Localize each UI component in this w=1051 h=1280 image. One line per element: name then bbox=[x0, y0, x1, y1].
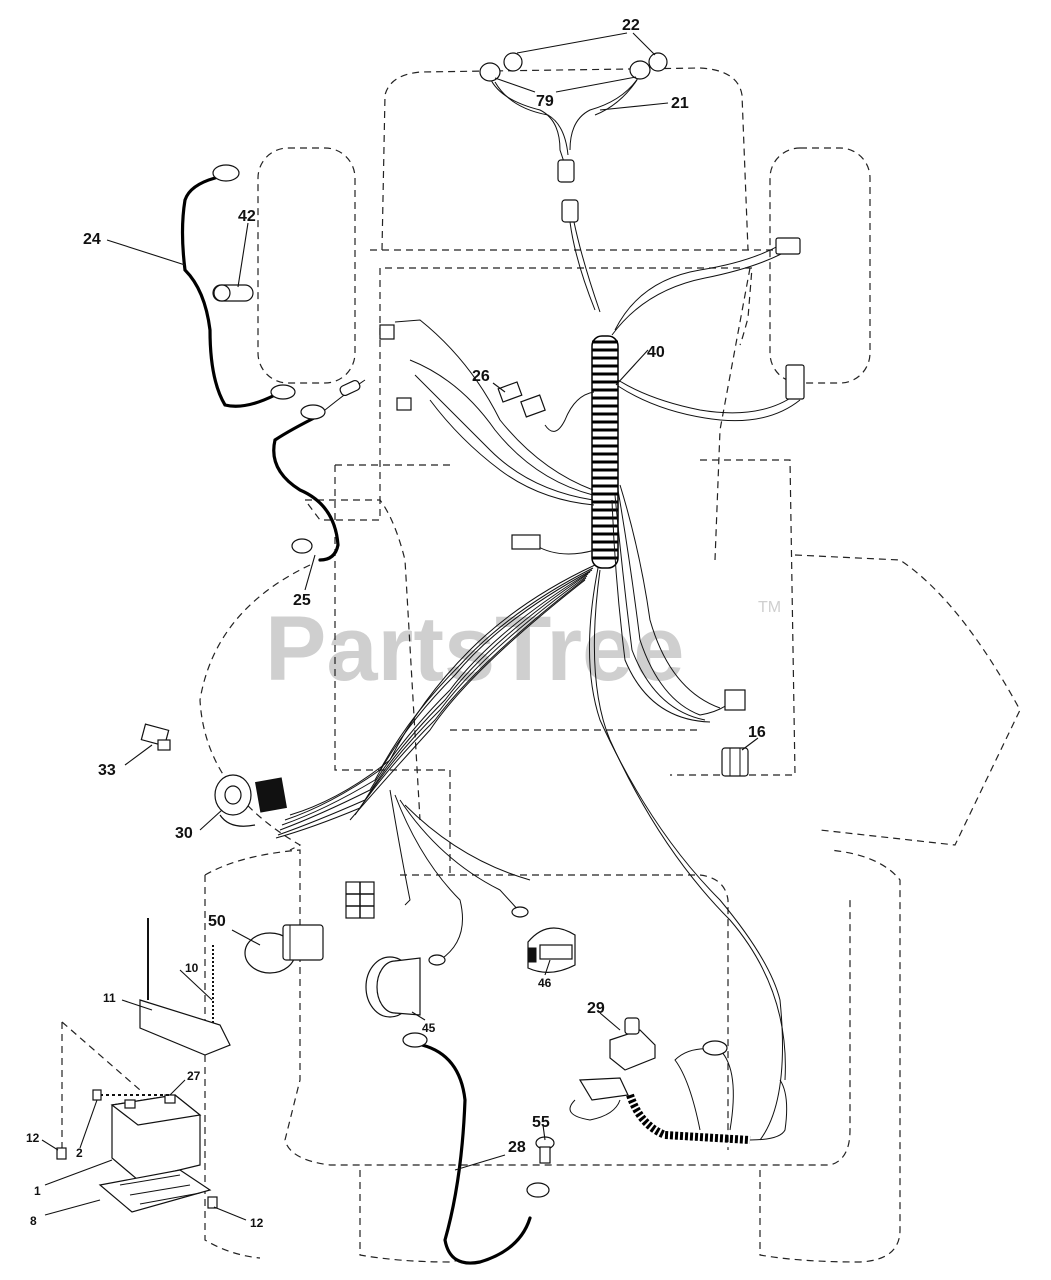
front-right-wheel-outline bbox=[769, 147, 871, 384]
battery-dash-diag bbox=[61, 1021, 141, 1091]
harness-loom bbox=[591, 335, 619, 569]
callout-22: 22 bbox=[622, 17, 640, 34]
nut-2 bbox=[92, 1089, 102, 1101]
callout-21: 21 bbox=[671, 95, 689, 112]
deck-left-outline bbox=[199, 564, 311, 851]
rear-right-wheel-outline bbox=[759, 849, 901, 1263]
callout-16: 16 bbox=[748, 724, 766, 741]
cable-28 bbox=[420, 1043, 532, 1265]
cable-24-terminal-top bbox=[212, 164, 240, 182]
bulb-left-icon bbox=[503, 52, 523, 72]
right-lower-connector bbox=[724, 689, 746, 711]
middle-connector bbox=[511, 534, 541, 550]
callout-27: 27 bbox=[187, 1069, 201, 1083]
battery-cable-24 bbox=[180, 176, 277, 408]
cable-25 bbox=[272, 413, 340, 562]
callout-46: 46 bbox=[538, 976, 552, 990]
callout-55: 55 bbox=[532, 1114, 550, 1131]
cord-terminal bbox=[702, 1040, 728, 1056]
cable-28-terminal-top bbox=[402, 1032, 428, 1048]
left-connector-b bbox=[396, 397, 412, 411]
callout-28: 28 bbox=[508, 1139, 526, 1156]
module-50 bbox=[244, 924, 324, 974]
rear-left-wheel-lower bbox=[359, 1170, 461, 1263]
cable-25-terminal-top bbox=[300, 404, 326, 420]
screw-12-right bbox=[207, 1196, 218, 1209]
relay-26a bbox=[497, 381, 523, 403]
callout-50: 50 bbox=[208, 913, 226, 930]
headlight-socket-left bbox=[479, 62, 501, 82]
callout-45: 45 bbox=[422, 1021, 436, 1035]
callout-79: 79 bbox=[536, 93, 554, 110]
relay-26b bbox=[520, 394, 546, 418]
watermark-trademark: TM bbox=[758, 599, 781, 616]
headlight-harness bbox=[479, 52, 668, 313]
callout-labels: 22 79 21 24 42 40 26 25 16 33 30 50 10 1… bbox=[26, 17, 766, 1230]
screw-12-left bbox=[56, 1147, 67, 1160]
callout-40: 40 bbox=[647, 344, 665, 361]
coil-cord bbox=[626, 1093, 751, 1144]
callout-11: 11 bbox=[103, 991, 116, 1005]
callout-8: 8 bbox=[30, 1214, 37, 1228]
seat-outline bbox=[400, 874, 729, 1150]
gauge-45-connector bbox=[428, 954, 446, 966]
callout-30: 30 bbox=[175, 825, 193, 842]
switch-33 bbox=[140, 723, 171, 751]
callout-2: 2 bbox=[76, 1146, 83, 1160]
gauge-45 bbox=[365, 956, 421, 1018]
rear-left-wheel-outline bbox=[204, 875, 261, 1259]
cable-28-terminal-bottom bbox=[526, 1182, 550, 1198]
front-left-wheel-outline bbox=[257, 147, 356, 384]
battery-tray-8 bbox=[98, 1169, 212, 1213]
callout-1: 1 bbox=[34, 1184, 41, 1198]
rear-body-outline bbox=[204, 849, 851, 1166]
leader-lines bbox=[41, 32, 759, 1221]
callout-42: 42 bbox=[238, 208, 256, 225]
harness-wires bbox=[275, 237, 805, 1141]
callout-24: 24 bbox=[83, 231, 101, 248]
callout-12-left: 12 bbox=[26, 1131, 40, 1145]
deck-right-outline bbox=[794, 554, 1021, 846]
bulb-right-icon bbox=[648, 52, 668, 72]
right-side-connector bbox=[785, 364, 805, 400]
switch-29 bbox=[609, 1017, 656, 1071]
part-55 bbox=[535, 1136, 555, 1164]
callout-29: 29 bbox=[587, 1000, 605, 1017]
callout-33: 33 bbox=[98, 762, 116, 779]
cable-24-terminal-bottom bbox=[270, 384, 296, 400]
part-42-clip bbox=[212, 284, 254, 302]
frame-outline bbox=[303, 267, 796, 821]
headlight-connector-lower bbox=[561, 199, 579, 223]
callout-12-right: 12 bbox=[250, 1216, 264, 1230]
holddown-rod-10 bbox=[139, 918, 231, 1056]
coil-cord-connector bbox=[578, 1077, 629, 1101]
cable-25-terminal-bottom bbox=[291, 538, 313, 554]
battery-1 bbox=[110, 1094, 202, 1181]
headlight-connector-upper bbox=[557, 159, 575, 183]
watermark-brand: PartsTree bbox=[265, 598, 684, 700]
meter-46-connector bbox=[511, 906, 529, 918]
hour-meter-46 bbox=[527, 927, 576, 973]
headlight-socket-right bbox=[629, 60, 651, 80]
callout-26: 26 bbox=[472, 368, 490, 385]
left-connector-a bbox=[379, 324, 395, 340]
fuse-holder bbox=[339, 379, 361, 397]
callout-10: 10 bbox=[185, 961, 199, 975]
part-16 bbox=[721, 747, 749, 777]
callout-25: 25 bbox=[293, 592, 311, 609]
ignition-switch-30 bbox=[214, 774, 287, 827]
right-front-connector bbox=[775, 237, 801, 255]
